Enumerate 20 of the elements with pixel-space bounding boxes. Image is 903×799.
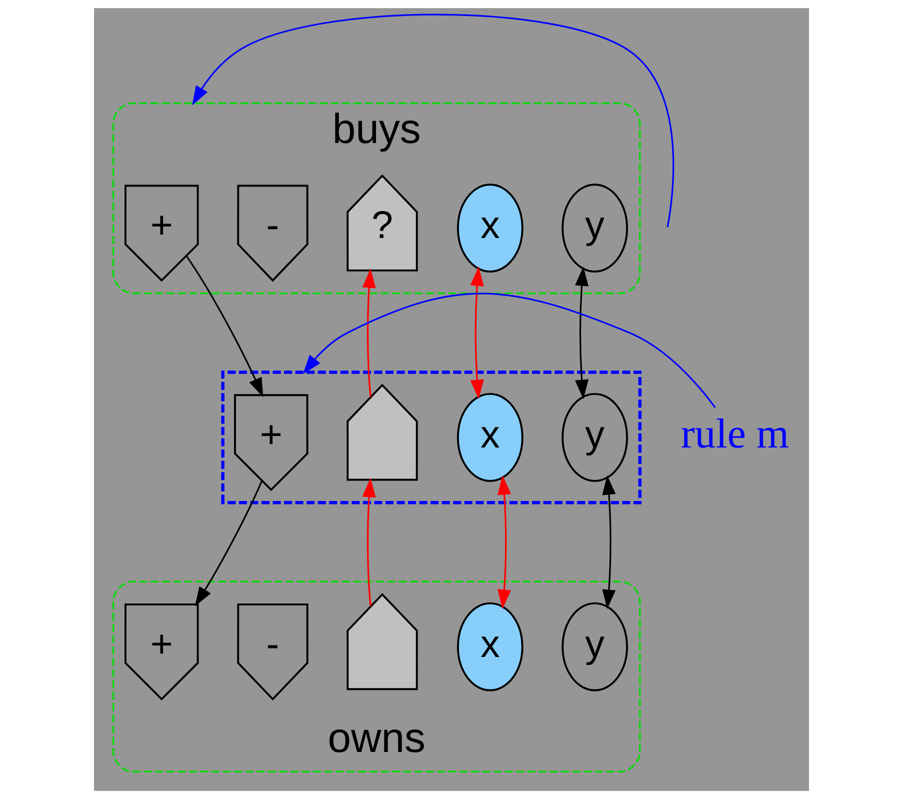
arrow <box>602 475 616 609</box>
node-ellipse: y <box>562 602 628 692</box>
cluster <box>221 370 642 504</box>
arrow <box>302 292 716 408</box>
arrow <box>362 478 376 606</box>
arrow <box>498 475 512 609</box>
arrow <box>362 268 376 397</box>
arrow <box>470 266 484 400</box>
node-text: rule m <box>680 412 789 458</box>
node-ellipse: y <box>562 184 628 273</box>
arrow <box>186 255 264 398</box>
arrow <box>192 14 674 228</box>
arrow <box>194 480 263 606</box>
arrow <box>575 266 588 400</box>
node-ellipse: x <box>456 393 524 482</box>
node-house <box>346 593 418 690</box>
node-ellipse: x <box>456 184 524 273</box>
node-ellipse: x <box>456 602 524 692</box>
node-ellipse: y <box>562 393 628 482</box>
node-house <box>346 384 418 481</box>
